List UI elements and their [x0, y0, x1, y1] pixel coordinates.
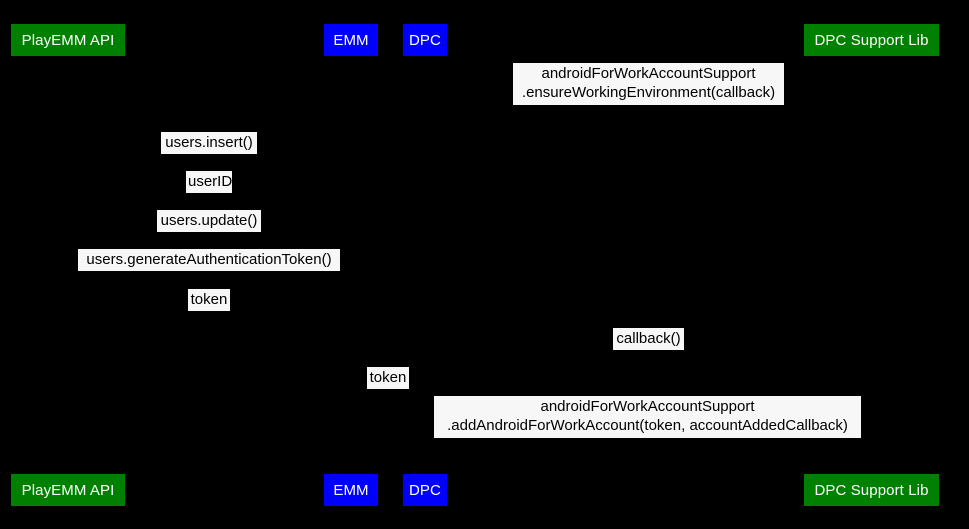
message-label-line: token: [369, 369, 407, 386]
participant-participants_top-dpc: DPC: [403, 24, 447, 56]
message-label-line: users.update(): [160, 212, 258, 229]
message-label-line: userID: [188, 173, 233, 190]
message-label-line: .ensureWorkingEnvironment(callback): [521, 84, 776, 101]
message-label-line: users.generateAuthenticationToken(): [86, 251, 332, 268]
message-label-callback: callback(): [613, 328, 684, 350]
participant-participants_top-playemm-api: PlayEMM API: [11, 24, 125, 56]
message-label-line: users.insert(): [165, 134, 253, 151]
participant-participants_top-emm: EMM: [324, 24, 378, 56]
message-label-users-insert: users.insert(): [161, 132, 257, 154]
message-label-add-android-for-work-account: androidForWorkAccountSupport .addAndroidF…: [434, 396, 861, 438]
participant-participants_bottom-dpc: DPC: [403, 474, 447, 506]
participant-participants_bottom-emm: EMM: [324, 474, 378, 506]
message-label-line: androidForWorkAccountSupport: [541, 65, 756, 82]
message-label-user-id: userID: [186, 171, 232, 193]
participant-participants_bottom-playemm-api: PlayEMM API: [11, 474, 125, 506]
message-label-line: androidForWorkAccountSupport: [540, 398, 755, 415]
message-label-ensure-working-environment: androidForWorkAccountSupport .ensureWorki…: [513, 63, 784, 105]
message-label-users-generate-authentication-token: users.generateAuthenticationToken(): [78, 249, 340, 271]
message-label-line: .addAndroidForWorkAccount(token, account…: [447, 417, 848, 434]
message-label-line: callback(): [616, 330, 681, 347]
message-label-token-to-dpc: token: [367, 367, 409, 389]
message-label-token-to-emm: token: [188, 289, 230, 311]
participant-participants_bottom-dpc-support-lib: DPC Support Lib: [804, 474, 939, 506]
message-label-users-update: users.update(): [157, 210, 261, 232]
participant-participants_top-dpc-support-lib: DPC Support Lib: [804, 24, 939, 56]
message-label-line: token: [190, 291, 228, 308]
